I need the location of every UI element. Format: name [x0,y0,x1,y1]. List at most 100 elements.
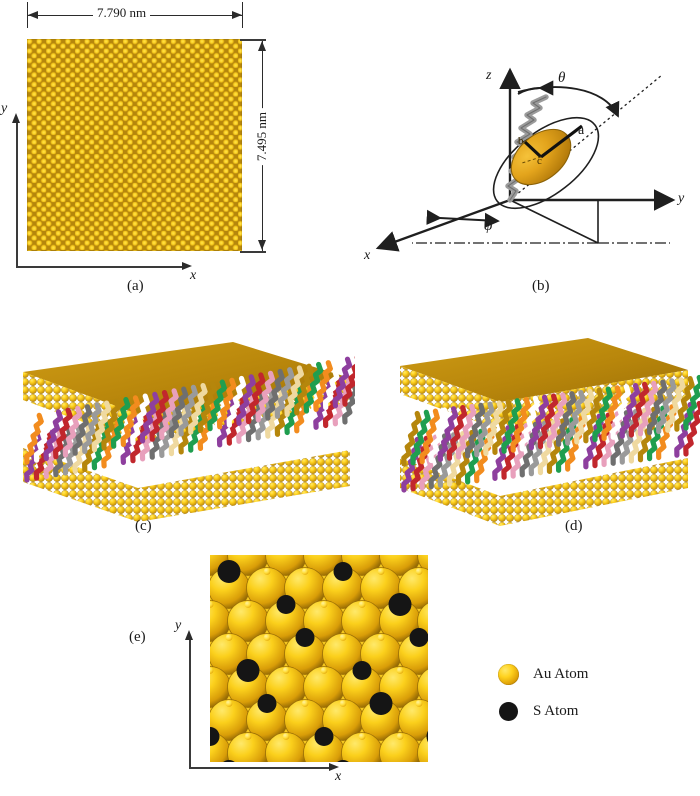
alkanethiol-chain [546,392,568,448]
panel-a-x-axis-arrow-icon [182,262,192,270]
alkanethiol-chain [265,368,285,421]
alkanethiol-chain [683,400,700,457]
alkanethiol-chain [401,410,422,467]
legend-item-s: S Atom [499,702,578,721]
s-atom [369,692,393,715]
panel-d-label: (d) [565,518,583,534]
alkanethiol-chain [274,367,295,419]
alkanethiol-chain [332,356,353,409]
au-atom-sublayer [377,634,385,641]
au-atom-sublayer [301,700,309,707]
panel-c-sandwich-structure [23,342,355,522]
alkanethiol-chain [62,405,83,458]
alkanethiol-chain [619,383,641,439]
panel-a-label: (a) [127,278,144,294]
panel-b-diagram [375,67,676,252]
au-atom-sublayer [377,568,385,575]
legend-item-au: Au Atom [498,664,588,685]
alkanethiol-chain [197,381,218,433]
panel-a-y-axis-label: y [1,101,8,116]
panel-b-x-axis-label: x [364,248,371,263]
au-atom-sublayer [282,667,290,674]
alkanethiol-chain [565,390,586,446]
alkanethiol-chain [226,375,247,428]
au111-lattice-svg [210,555,428,762]
alkanethiol-chain [683,374,700,431]
au-atom-sublayer [210,667,214,674]
alkanethiol-chain [130,393,150,446]
au-atom-sublayer [244,601,252,608]
alkanethiol-chain [419,408,440,465]
alkanethiol-chain [455,403,477,460]
alkanethiol-chain [446,405,468,461]
alkanethiol-chain [322,358,343,411]
alkanethiol-chain [72,404,92,456]
s-atom [337,760,349,762]
au-atom-sublayer [396,667,404,674]
alkanethiol-chain [555,391,577,447]
s-atom [352,661,372,680]
alkanethiol-chain [303,361,324,414]
panel-a-x-axis-label: x [190,268,197,283]
panel-e-x-axis-label: x [335,769,342,784]
au-atom-sublayer [415,700,423,707]
alkanethiol-chain [519,395,540,452]
alkanethiol-chain [255,370,276,423]
panel-e-y-axis-label: y [175,618,182,633]
legend: Au Atom S Atom [498,664,698,734]
s-atom [333,562,353,581]
au-atom-sublayer [320,601,328,608]
alkanethiol-chain [474,401,495,458]
alkanethiol-chain [342,356,355,407]
panel-b-theta-label: θ [558,70,566,86]
panel-b-y-axis-label: y [678,191,685,206]
s-atom [295,628,315,647]
s-atom [257,694,277,713]
alkanethiol-chain [139,391,160,444]
au-atom-sublayer [225,634,233,641]
panel-b-semi-axis-a-label: a [578,123,585,138]
panel-b-z-axis-label: z [486,68,492,83]
au-atom-sublayer [396,733,404,740]
alkanethiol-chain [583,387,604,444]
au-atom-sublayer [225,700,233,707]
panel-a: 7.790 nm 7.495 nm y x (a) [0,0,300,310]
alkanethiol-chain [313,360,333,412]
au-atom [417,668,428,706]
alkanethiol-chain [342,374,355,425]
panel-d: (d) [370,330,700,555]
alkanethiol-chain [168,386,189,439]
panel-b-phi-label: φ [484,218,493,234]
alkanethiol-chain [236,374,256,426]
width-arrow-left-icon [28,10,38,19]
alkanethiol-chain [574,388,595,445]
alkanethiol-chain [510,396,531,453]
alkanethiol-chain [410,409,431,466]
alkanethiol-chain [101,398,121,451]
au-atom-marker-icon [498,664,519,685]
panel-e-x-axis-line [189,767,331,769]
au-atom-sublayer [244,733,252,740]
au-atom-sublayer [320,667,328,674]
panel-b: z y x θ φ a b c (b) [350,30,700,310]
au-atom-sublayer [301,568,309,575]
au-atom-sublayer [282,733,290,740]
alkanethiol-chain [91,400,112,453]
alkanethiol-chain [637,380,659,437]
panel-b-label: (b) [532,278,550,294]
panel-c: (c) [5,330,355,555]
au-atom-sublayer [263,568,271,575]
alkanethiol-chain [492,399,513,455]
alkanethiol-chain [428,407,449,464]
alkanethiol-chain [110,397,131,449]
alkanethiol-chain [159,388,179,440]
s-atom [276,595,296,614]
s-atom [217,560,241,583]
alkanethiol-chain [294,363,314,416]
height-dimension-label: 7.495 nm [254,108,270,166]
alkanethiol-chain [656,378,677,435]
alkanethiol-chain [628,381,650,438]
legend-label-s: S Atom [533,703,579,719]
s-atom-marker-icon [499,702,518,721]
panel-e-x-axis-arrow-icon [329,763,339,771]
